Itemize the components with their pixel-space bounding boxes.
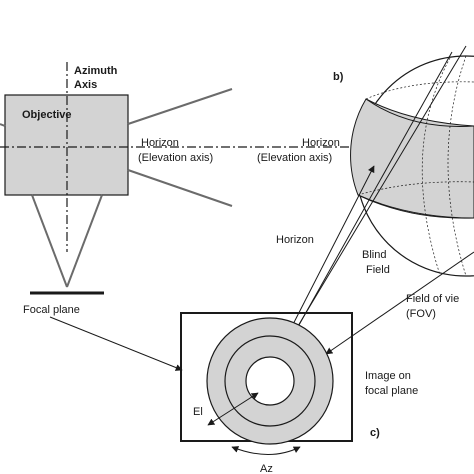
upper-latitude <box>365 98 474 127</box>
fov-arrow <box>325 251 474 355</box>
el-label: El <box>193 406 203 418</box>
fov-label-2: (FOV) <box>406 308 436 320</box>
blind-field-label-1: Blind <box>362 249 386 261</box>
meridian-2 <box>447 55 467 277</box>
blind-field-label-2: Field <box>366 264 390 276</box>
elevation-label-right: (Elevation axis) <box>257 152 332 164</box>
lower-latitude-back <box>357 181 474 196</box>
objective-box <box>4 94 129 196</box>
sphere-panel <box>267 45 474 377</box>
objective-label: Objective <box>22 109 72 121</box>
upper-ray <box>127 88 233 125</box>
focal-plane-label: Focal plane <box>23 304 80 316</box>
focus-cone-left <box>31 194 68 288</box>
elevation-label-left: (Elevation axis) <box>138 152 213 164</box>
image-on-label-1: Image on <box>365 370 411 382</box>
panel-c-label: c) <box>370 427 380 439</box>
az-arrow <box>231 446 301 455</box>
horizon-label-sphere: Horizon <box>276 234 314 246</box>
azimuth-label-1: Azimuth <box>74 65 118 77</box>
focal-plane-pointer <box>49 316 183 371</box>
left-edge-ray <box>0 123 6 127</box>
fov-band <box>350 98 474 219</box>
meridian-1 <box>421 57 451 276</box>
lower-ray <box>127 169 233 207</box>
azimuth-label-2: Axis <box>74 79 97 91</box>
panel-b-label: b) <box>333 71 344 83</box>
az-label: Az <box>260 463 273 474</box>
image-on-label-2: focal plane <box>365 385 418 397</box>
telescope-panel <box>0 62 474 371</box>
focus-cone-right <box>66 194 103 288</box>
fov-label-1: Field of vie <box>406 293 459 305</box>
horizon-label-right: Horizon <box>302 137 340 149</box>
horizon-arrow <box>284 165 375 341</box>
image-panel <box>180 312 353 455</box>
blind-center <box>245 356 295 406</box>
upper-latitude-back <box>365 81 474 100</box>
el-arrow <box>207 392 259 426</box>
horizon-label-left: Horizon <box>141 137 179 149</box>
